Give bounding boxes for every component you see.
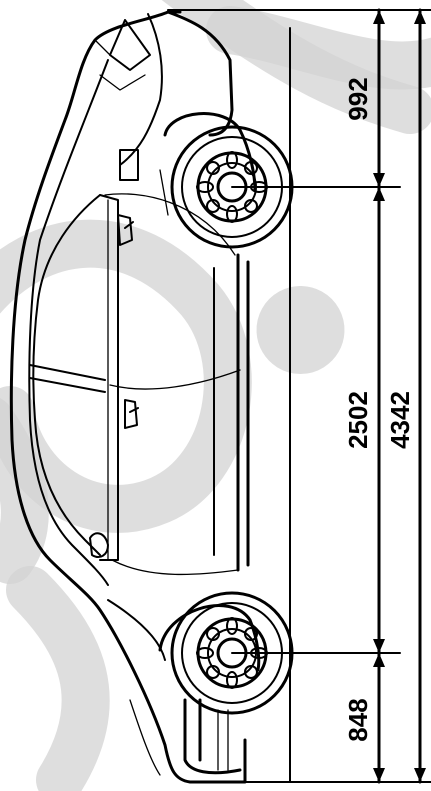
belt-line bbox=[99, 194, 119, 561]
door-seam-rear bbox=[111, 559, 239, 576]
door-handle-rear bbox=[124, 399, 139, 429]
roof-line bbox=[28, 59, 109, 586]
front-bumper bbox=[166, 10, 234, 137]
side-mirror bbox=[89, 532, 109, 558]
door-seam-middle bbox=[109, 369, 241, 390]
front-wheel bbox=[163, 112, 294, 249]
door-seam-front bbox=[104, 193, 236, 256]
dimension-wheelbase: 2502 bbox=[343, 391, 373, 449]
rear-bumper bbox=[183, 698, 242, 775]
car-body bbox=[9, 10, 250, 784]
b-pillar bbox=[29, 364, 106, 393]
door-handle-front bbox=[117, 214, 134, 246]
dimension-lines bbox=[167, 8, 431, 784]
dimension-front-overhang: 992 bbox=[343, 77, 373, 120]
side-marker-front bbox=[119, 149, 139, 181]
dimension-rear-overhang: 848 bbox=[343, 698, 373, 741]
dimension-overall-length: 4342 bbox=[385, 391, 415, 449]
body-outline bbox=[9, 10, 247, 784]
rocker-panel bbox=[236, 253, 250, 572]
